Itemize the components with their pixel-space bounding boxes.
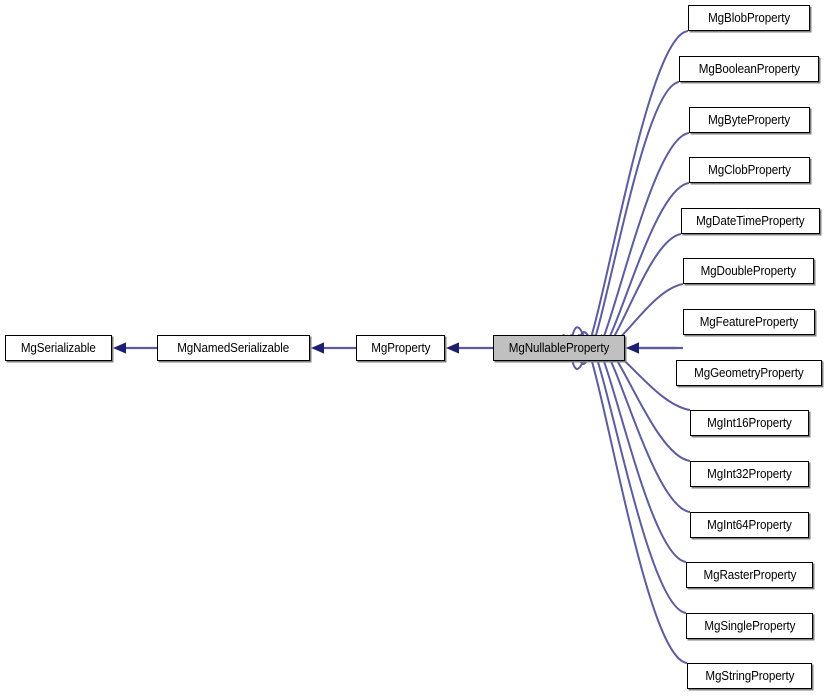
class-node-mg-int64-property[interactable]: MgInt64Property <box>690 512 809 538</box>
class-node-mg-geometry-property[interactable]: MgGeometryProperty <box>676 360 822 386</box>
edge-edge-raster <box>578 336 687 563</box>
edge-arrowhead <box>446 342 459 354</box>
class-node-mg-raster-property[interactable]: MgRasterProperty <box>686 562 813 588</box>
class-node-label: MgInt16Property <box>707 415 792 430</box>
class-node-mg-clob-property[interactable]: MgClobProperty <box>689 157 810 183</box>
edge-arrowhead <box>311 342 324 354</box>
edge-line <box>583 132 690 361</box>
edge-arrowhead <box>626 342 639 354</box>
class-node-mg-nullable-property[interactable]: MgNullableProperty <box>493 335 625 361</box>
class-node-mg-string-property[interactable]: MgStringProperty <box>687 663 812 689</box>
edge-arrowhead <box>113 342 126 354</box>
class-node-label: MgNamedSerializable <box>177 340 290 355</box>
class-node-mg-byte-property[interactable]: MgByteProperty <box>689 107 810 133</box>
edge-edge-clob <box>585 182 690 355</box>
class-node-mg-feature-property[interactable]: MgFeatureProperty <box>683 309 815 335</box>
edge-edge-named-property <box>311 342 356 354</box>
class-node-label: MgRasterProperty <box>703 567 796 582</box>
class-node-label: MgSingleProperty <box>704 618 795 633</box>
class-node-mg-serializable[interactable]: MgSerializable <box>5 335 112 361</box>
class-node-mg-named-serializable[interactable]: MgNamedSerializable <box>157 335 310 361</box>
class-node-mg-double-property[interactable]: MgDoubleProperty <box>683 258 814 284</box>
class-node-mg-boolean-property[interactable]: MgBooleanProperty <box>679 56 819 82</box>
edge-edge-string <box>562 326 688 664</box>
edge-edge-datetime <box>593 233 682 351</box>
edge-line <box>575 331 687 614</box>
class-node-mg-int16-property[interactable]: MgInt16Property <box>690 410 809 436</box>
class-node-mg-int32-property[interactable]: MgInt32Property <box>690 461 809 487</box>
class-node-mg-blob-property[interactable]: MgBlobProperty <box>688 5 810 31</box>
class-node-label: MgInt64Property <box>707 517 792 532</box>
edge-line <box>597 233 682 351</box>
edge-edge-feature <box>626 342 683 354</box>
class-node-label: MgProperty <box>370 340 431 355</box>
class-node-label: MgSerializable <box>21 340 96 355</box>
class-node-label: MgStringProperty <box>705 668 794 683</box>
class-node-label: MgByteProperty <box>708 112 791 127</box>
edge-edge-int64 <box>585 341 691 513</box>
edge-edge-geometry <box>626 342 676 354</box>
edge-edge-boolean <box>570 81 680 365</box>
class-node-label: MgDoubleProperty <box>700 263 797 278</box>
edge-edge-property-nullable <box>446 342 493 354</box>
class-node-label: MgGeometryProperty <box>694 365 804 380</box>
class-node-label: MgNullableProperty <box>508 340 610 355</box>
edge-line <box>568 30 689 370</box>
class-node-label: MgBooleanProperty <box>698 61 800 76</box>
edge-edge-serializable-named <box>113 342 157 354</box>
class-node-mg-datetime-property[interactable]: MgDateTimeProperty <box>681 208 820 234</box>
edge-line <box>590 182 690 355</box>
class-node-label: MgClobProperty <box>708 162 791 177</box>
edge-edge-single <box>570 331 687 614</box>
edge-line <box>568 326 688 664</box>
edge-line <box>583 336 687 563</box>
class-node-label: MgInt32Property <box>707 466 792 481</box>
edge-edge-blob <box>562 30 689 370</box>
edge-edge-byte <box>578 132 690 361</box>
edge-arrowhead <box>626 342 639 354</box>
class-node-mg-property[interactable]: MgProperty <box>356 335 445 361</box>
class-node-label: MgDateTimeProperty <box>696 213 805 228</box>
edge-line <box>575 81 680 365</box>
class-node-label: MgBlobProperty <box>707 10 791 25</box>
class-node-mg-single-property[interactable]: MgSingleProperty <box>686 613 813 639</box>
class-node-label: MgFeatureProperty <box>699 314 799 329</box>
